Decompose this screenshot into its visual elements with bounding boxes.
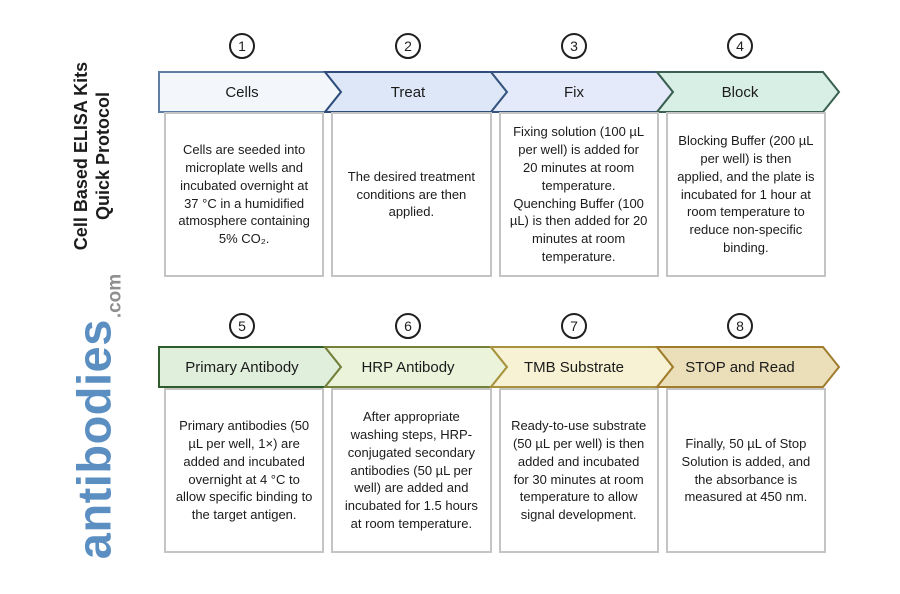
step-number-badge-5: 5 xyxy=(229,313,255,339)
step-description-6: After appropriate washing steps, HRP-con… xyxy=(344,408,478,532)
step-description-box-1: Cells are seeded into microplate wells a… xyxy=(164,112,325,277)
step-number-badge-8: 8 xyxy=(727,313,753,339)
step-number-badge-2: 2 xyxy=(395,33,421,59)
step-description-5: Primary antibodies (50 µL per well, 1×) … xyxy=(175,417,313,523)
step-description-box-6: After appropriate washing steps, HRP-con… xyxy=(331,388,492,553)
step-number-badge-6: 6 xyxy=(395,313,421,339)
step-number-8: 8 xyxy=(736,318,744,334)
step-number-5: 5 xyxy=(238,318,246,334)
arrow-row-top: Cells Treat Fix Block xyxy=(158,71,841,113)
step-number-badge-7: 7 xyxy=(561,313,587,339)
step-label-tmb-substrate: TMB Substrate xyxy=(524,359,624,376)
step-number-3: 3 xyxy=(570,38,578,54)
step-description-box-7: Ready-to-use substrate (50 µL per well) … xyxy=(498,388,659,553)
step-label-fix: Fix xyxy=(564,84,584,101)
step-label-block: Block xyxy=(722,84,759,101)
step-number-badge-4: 4 xyxy=(727,33,753,59)
step-label-hrp-antibody: HRP Antibody xyxy=(361,359,455,376)
step-description-7: Ready-to-use substrate (50 µL per well) … xyxy=(511,417,647,523)
description-row-bottom: Primary antibodies (50 µL per well, 1×) … xyxy=(164,388,826,553)
step-description-box-2: The desired treatment conditions are the… xyxy=(331,112,492,277)
step-number-badge-3: 3 xyxy=(561,33,587,59)
step-label-cells: Cells xyxy=(225,84,258,101)
step-description-1: Cells are seeded into microplate wells a… xyxy=(178,141,310,247)
step-label-stop-and-read: STOP and Read xyxy=(685,359,795,376)
protocol-title-line1: Cell Based ELISA Kits xyxy=(71,61,91,251)
step-description-3: Fixing solution (100 µL per well) is add… xyxy=(509,123,648,265)
step-number-4: 4 xyxy=(736,38,744,54)
step-description-box-8: Finally, 50 µL of Stop Solution is added… xyxy=(665,388,826,553)
step-number-6: 6 xyxy=(404,318,412,334)
brand-logo-suffix: .com xyxy=(104,273,126,319)
step-label-treat: Treat xyxy=(391,84,426,101)
step-description-4: Blocking Buffer (200 µL per well) is the… xyxy=(677,132,815,256)
description-row-top: Cells are seeded into microplate wells a… xyxy=(164,112,826,277)
step-label-primary-antibody: Primary Antibody xyxy=(185,359,299,376)
step-description-box-4: Blocking Buffer (200 µL per well) is the… xyxy=(665,112,826,277)
protocol-title-line2: Quick Protocol xyxy=(93,91,113,221)
step-description-8: Finally, 50 µL of Stop Solution is added… xyxy=(681,435,811,505)
step-number-2: 2 xyxy=(404,38,412,54)
brand-logo: antibodies.com xyxy=(67,274,126,560)
step-description-box-5: Primary antibodies (50 µL per well, 1×) … xyxy=(164,388,325,553)
step-number-7: 7 xyxy=(570,318,578,334)
step-number-badge-1: 1 xyxy=(229,33,255,59)
protocol-title: Cell Based ELISA Kits Quick Protocol xyxy=(70,62,114,250)
brand-logo-text: antibodies xyxy=(67,319,121,560)
step-description-2: The desired treatment conditions are the… xyxy=(347,168,475,220)
arrow-row-bottom: Primary Antibody HRP Antibody TMB Substr… xyxy=(158,346,841,388)
step-number-1: 1 xyxy=(238,38,246,54)
arrow-shape-stop-and-read xyxy=(654,346,841,388)
step-description-box-3: Fixing solution (100 µL per well) is add… xyxy=(498,112,659,277)
